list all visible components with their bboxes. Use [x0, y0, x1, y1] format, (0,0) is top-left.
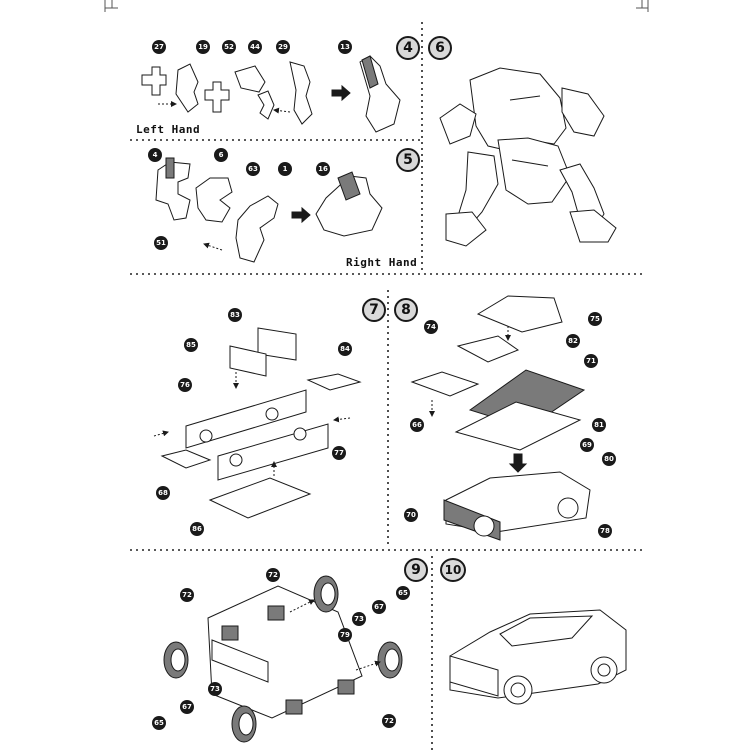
step7-drawing [153, 327, 362, 519]
part-number-70: 70 [404, 508, 418, 522]
part-number-86: 86 [190, 522, 204, 536]
part-number-68: 68 [156, 486, 170, 500]
step5-drawing [155, 157, 383, 263]
part-number-6: 6 [214, 148, 228, 162]
part-number-63: 63 [246, 162, 260, 176]
part-number-29: 29 [276, 40, 290, 54]
step4-drawing [141, 55, 401, 133]
part-number-16: 16 [316, 162, 330, 176]
right-hand-caption: Right Hand [346, 256, 418, 269]
step-number-9: 9 [404, 558, 428, 582]
section-dividers [130, 22, 645, 750]
part-number-75: 75 [588, 312, 602, 326]
part-number-79: 79 [338, 628, 352, 642]
part-number-78: 78 [598, 524, 612, 538]
part-number-27: 27 [152, 40, 166, 54]
part-number-67b: 67 [180, 700, 194, 714]
part-number-1: 1 [278, 162, 292, 176]
step6-robot-drawing [439, 67, 617, 247]
part-number-72a: 72 [180, 588, 194, 602]
step10-car-drawing [449, 609, 627, 705]
part-number-13: 13 [338, 40, 352, 54]
part-number-77: 77 [332, 446, 346, 460]
step8-drawing [410, 295, 591, 541]
step-number-7: 7 [362, 298, 386, 322]
part-number-76: 76 [178, 378, 192, 392]
part-number-65b: 65 [152, 716, 166, 730]
step-number-6: 6 [428, 36, 452, 60]
part-number-84: 84 [338, 342, 352, 356]
part-number-85: 85 [184, 338, 198, 352]
crop-marks [104, 0, 649, 12]
part-number-71: 71 [584, 354, 598, 368]
part-number-72c: 72 [382, 714, 396, 728]
step-number-4: 4 [396, 36, 420, 60]
step-number-10: 10 [440, 558, 466, 582]
part-number-81: 81 [592, 418, 606, 432]
step-number-8: 8 [394, 298, 418, 322]
step-number-5: 5 [396, 148, 420, 172]
part-number-44: 44 [248, 40, 262, 54]
part-number-73b: 73 [208, 682, 222, 696]
part-number-52: 52 [222, 40, 236, 54]
part-number-69: 69 [580, 438, 594, 452]
left-hand-caption: Left Hand [136, 123, 201, 136]
step9-drawing [163, 575, 403, 743]
part-number-73a: 73 [352, 612, 366, 626]
part-number-67a: 67 [372, 600, 386, 614]
part-number-65a: 65 [396, 586, 410, 600]
part-number-80: 80 [602, 452, 616, 466]
part-number-19: 19 [196, 40, 210, 54]
part-number-82: 82 [566, 334, 580, 348]
part-number-51: 51 [154, 236, 168, 250]
part-number-72b: 72 [266, 568, 280, 582]
part-number-74: 74 [424, 320, 438, 334]
part-number-83: 83 [228, 308, 242, 322]
part-number-66: 66 [410, 418, 424, 432]
part-number-4: 4 [148, 148, 162, 162]
